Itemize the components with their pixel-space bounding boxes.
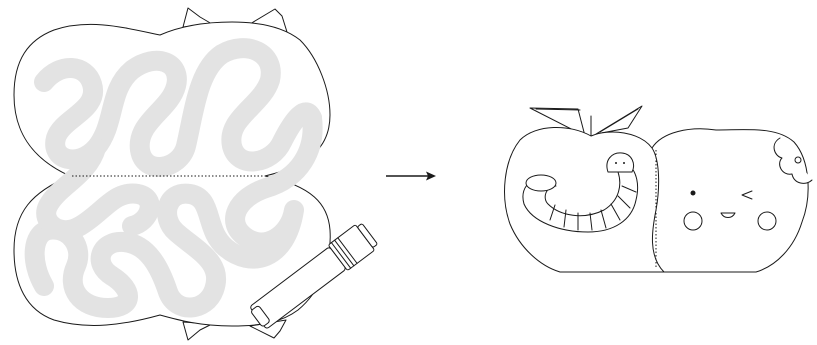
glue-stick-groove-2 [334, 239, 355, 267]
worm-icon [522, 152, 639, 233]
worm-eye-right [623, 162, 625, 164]
leaf-left-vein [535, 108, 581, 111]
leaf-right-vein [599, 108, 639, 133]
face-eye-open [690, 190, 696, 196]
unfolded-template [13, 7, 378, 341]
glue-stick-cap-ring [251, 305, 270, 327]
worm-head [606, 152, 635, 173]
maze-path [34, 38, 322, 177]
maze-path-lower [24, 108, 323, 318]
apple-face [683, 190, 777, 231]
worm-hole [525, 174, 557, 192]
worm-segments [549, 185, 637, 231]
glue-stick-top [357, 223, 378, 248]
glue-stick-groove [330, 242, 352, 269]
bite-crumb [794, 156, 802, 164]
maze-path-mid [36, 138, 160, 241]
face-cheek-right [757, 211, 777, 231]
face-mouth [720, 212, 736, 218]
worm-eye-left [615, 162, 617, 164]
glue-stick-groove-3 [337, 237, 358, 264]
folded-apple-card [504, 105, 813, 273]
glue-stick-icon [250, 223, 378, 329]
face-cheek-left [683, 211, 703, 231]
face-eye-wink [741, 190, 753, 200]
apple-bite [773, 137, 813, 184]
right-arrow-icon [386, 171, 436, 181]
